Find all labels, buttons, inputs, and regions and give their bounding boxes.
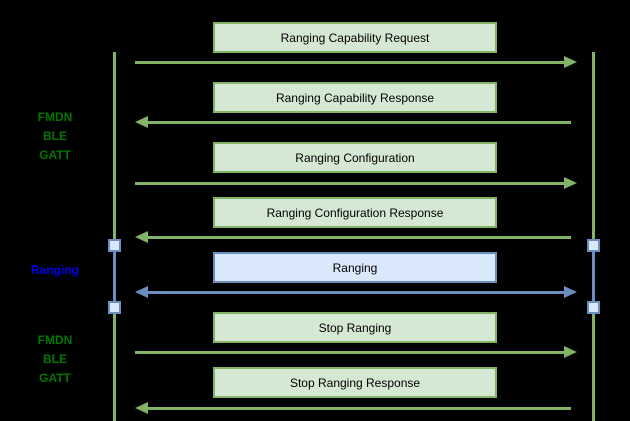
arrowhead-right-icon (564, 56, 577, 68)
arrow-shaft (147, 121, 571, 124)
activation-marker-left-top (108, 239, 121, 252)
phase-label-ranging: Ranging (8, 261, 102, 280)
message-box-ranging: Ranging (213, 252, 497, 283)
activation-marker-left-bottom (108, 301, 121, 314)
phase-label-fmdn-ble-gatt-top: FMDN BLE GATT (8, 108, 102, 165)
message-arrow-stop-ranging (135, 346, 577, 358)
message-box-ranging-capability-request: Ranging Capability Request (213, 22, 497, 53)
activation-marker-right-top (587, 239, 600, 252)
arrow-shaft (135, 351, 565, 354)
phase-label-line: GATT (39, 371, 71, 385)
message-arrow-ranging-configuration-response (135, 231, 577, 243)
phase-label-line: FMDN (37, 333, 73, 347)
lifeline-right (592, 52, 595, 421)
phase-label-fmdn-ble-gatt-bottom: FMDN BLE GATT (8, 331, 102, 388)
ranging-activation-left (113, 245, 116, 308)
message-box-ranging-capability-response: Ranging Capability Response (213, 82, 497, 113)
phase-label-line: FMDN (37, 110, 73, 124)
message-box-ranging-configuration: Ranging Configuration (213, 142, 497, 173)
message-label: Stop Ranging Response (289, 375, 421, 390)
arrow-shaft (135, 61, 565, 64)
arrow-shaft (135, 182, 565, 185)
message-label: Ranging Capability Request (280, 30, 430, 45)
message-arrow-ranging-capability-response (135, 116, 577, 128)
activation-marker-right-bottom (587, 301, 600, 314)
arrowhead-right-icon (564, 346, 577, 358)
message-arrow-ranging-capability-request (135, 56, 577, 68)
lifeline-left (113, 52, 116, 421)
message-arrow-ranging-bidirectional (135, 286, 577, 298)
arrow-shaft (147, 407, 571, 410)
arrowhead-right-icon (564, 177, 577, 189)
message-label: Ranging Configuration (295, 150, 415, 165)
message-arrow-ranging-configuration (135, 177, 577, 189)
phase-label-line: Ranging (31, 263, 79, 277)
phase-label-line: BLE (43, 352, 67, 366)
arrowhead-left-icon (135, 231, 148, 243)
ranging-activation-right (592, 245, 595, 308)
phase-label-line: GATT (39, 148, 71, 162)
arrowhead-right-icon (564, 286, 577, 298)
message-box-stop-ranging-response: Stop Ranging Response (213, 367, 497, 398)
message-label: Ranging Capability Response (275, 90, 435, 105)
arrowhead-left-icon (135, 402, 148, 414)
arrow-shaft (147, 236, 571, 239)
message-label: Ranging Configuration Response (266, 205, 444, 220)
message-arrow-stop-ranging-response (135, 402, 577, 414)
message-box-ranging-configuration-response: Ranging Configuration Response (213, 197, 497, 228)
message-label: Ranging (332, 260, 378, 275)
phase-label-line: BLE (43, 129, 67, 143)
arrow-shaft (147, 291, 565, 294)
message-box-stop-ranging: Stop Ranging (213, 312, 497, 343)
message-label: Stop Ranging (318, 320, 392, 335)
arrowhead-left-icon (135, 286, 148, 298)
arrowhead-left-icon (135, 116, 148, 128)
